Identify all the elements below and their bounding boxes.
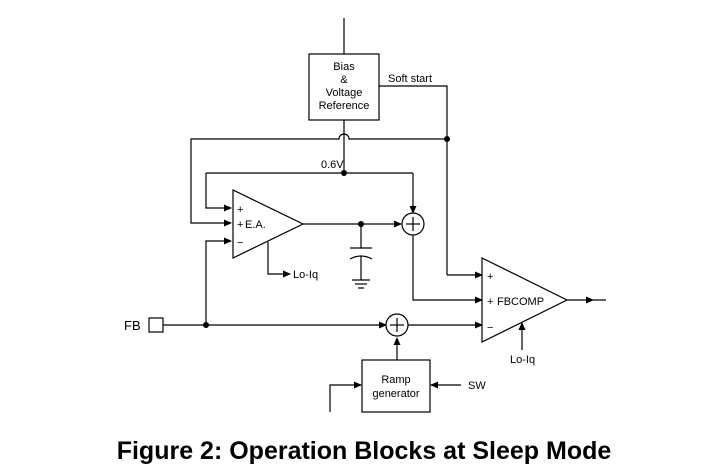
soft-start-wire: Soft start [379,73,483,279]
fbcomp-minus-input: − [487,322,493,334]
fbcomp-plus-input-1: + [487,271,493,283]
error-amplifier: + + − E.A. Lo-Iq [232,189,318,281]
ea-loiq-label: Lo-Iq [293,269,318,281]
fbcomp-label: FBCOMP [497,296,544,308]
sw-label: SW [468,380,486,392]
bias-label-line4: Reference [319,100,370,112]
ea-feedback-wire [190,133,447,227]
ramp-label-line2: generator [372,388,419,400]
fbcomp-comparator: + + − FBCOMP Lo-Iq [481,257,606,366]
ea-output-wire [303,220,402,248]
bias-label-line1: Bias [333,61,355,73]
bias-reference-block: Bias & Voltage Reference [308,18,380,121]
ramp-generator-block: Ramp generator SW [329,359,486,413]
lower-summing-node [385,313,483,360]
upper-summing-node [401,212,483,304]
ea-label: E.A. [245,219,266,231]
ea-minus-input: − [237,237,243,249]
fbcomp-plus-input-2: + [487,296,493,308]
ramp-label-line1: Ramp [381,374,410,386]
bias-label-line3: Voltage [326,87,363,99]
fb-wires [163,237,387,329]
fb-pin: FB [124,317,164,333]
fbcomp-loiq-label: Lo-Iq [510,354,535,366]
ea-plus-input-2: + [237,219,243,231]
ea-plus-input-1: + [237,204,243,216]
soft-start-label: Soft start [388,73,432,85]
vref-label: 0.6V [321,159,344,171]
vref-wire: 0.6V [205,120,417,214]
capacitor-symbol [349,247,373,289]
fb-label: FB [124,318,141,333]
bias-label-line2: & [340,74,348,86]
figure-caption: Figure 2: Operation Blocks at Sleep Mode [117,437,612,465]
